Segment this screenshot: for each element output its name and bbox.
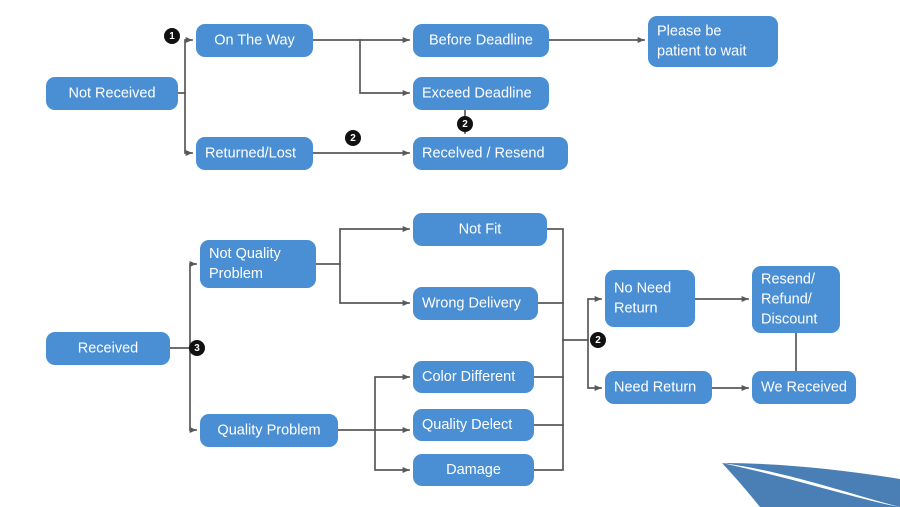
node-color-different[interactable]: Color Different <box>413 361 534 393</box>
connector-quality-to-damage <box>374 429 410 473</box>
step-marker-circle <box>590 332 606 348</box>
node-label-line: Not Quality <box>209 246 281 262</box>
node-label-line: Damage <box>446 462 501 478</box>
node-label-line: On The Way <box>214 32 295 48</box>
node-label-line: patient to wait <box>657 43 746 59</box>
node-box <box>200 414 338 447</box>
step-marker-number: 1 <box>169 31 175 42</box>
node-box <box>46 332 170 365</box>
node-returned-lost[interactable]: Returned/Lost <box>196 137 313 170</box>
node-label-line: Problem <box>209 266 263 282</box>
step-marker-bullet-2-bottom: 2 <box>590 332 606 348</box>
node-label-line: Quality Problem <box>217 422 320 438</box>
connector-quality-to-color <box>337 374 410 431</box>
node-label-line: Need Return <box>614 379 696 395</box>
node-box <box>413 287 538 320</box>
node-label-line: Refund/ <box>761 291 813 307</box>
connector-layer <box>169 37 797 473</box>
node-label-line: Recelved / Resend <box>422 145 545 161</box>
connector-on-the-way-to-split <box>312 39 410 96</box>
step-marker-bullet-2-returned: 2 <box>345 130 361 146</box>
connector-notquality-to-trunk <box>315 226 410 265</box>
corner-swoosh-icon <box>722 463 900 507</box>
node-box <box>752 266 840 333</box>
node-label-line: We Received <box>761 379 847 395</box>
node-box <box>413 24 549 57</box>
connector-damage-to-trunk <box>533 339 564 471</box>
node-label-line: No Need <box>614 280 671 296</box>
node-label-line: Return <box>614 300 658 316</box>
step-marker-number: 2 <box>350 133 356 144</box>
node-label-line: Exceed Deadline <box>422 85 532 101</box>
node-box <box>648 16 778 67</box>
step-marker-circle <box>189 340 205 356</box>
node-label-line: Please be <box>657 23 722 39</box>
step-marker-circle <box>345 130 361 146</box>
step-marker-circle <box>164 28 180 44</box>
node-label-line: Not Fit <box>459 221 502 237</box>
node-box <box>413 409 534 441</box>
node-label-line: Before Deadline <box>429 32 533 48</box>
node-quality-delect[interactable]: Quality Delect <box>413 409 534 441</box>
node-please-be-patient[interactable]: Please be patient to wait <box>648 16 778 67</box>
connector-notfit-to-trunk <box>546 228 564 341</box>
node-label-line: Returned/Lost <box>205 145 296 161</box>
connector-received-to-quality <box>189 347 197 433</box>
connector-notquality-to-wrong <box>339 263 410 306</box>
node-label-line: Quality Delect <box>422 417 512 433</box>
node-label-line: Not Received <box>68 85 155 101</box>
connector-branch-to-no-need <box>587 296 602 341</box>
node-box <box>752 371 856 404</box>
node-we-received[interactable]: We Received <box>752 371 856 404</box>
node-label-line: Received <box>78 340 138 356</box>
node-resend-refund-discount[interactable]: Resend/Refund/Discount <box>752 266 840 333</box>
node-before-deadline[interactable]: Before Deadline <box>413 24 549 57</box>
node-label-line: Resend/ <box>761 271 816 287</box>
node-on-the-way[interactable]: On The Way <box>196 24 313 57</box>
node-box <box>605 270 695 327</box>
node-box <box>413 454 534 486</box>
node-box <box>196 24 313 57</box>
node-box <box>200 240 316 288</box>
node-damage[interactable]: Damage <box>413 454 534 486</box>
node-quality-problem[interactable]: Quality Problem <box>200 414 338 447</box>
step-marker-bullet-1: 1 <box>164 28 180 44</box>
step-marker-circle <box>457 116 473 132</box>
node-box <box>196 137 313 170</box>
node-label-line: Wrong Delivery <box>422 295 522 311</box>
step-marker-bullet-3: 3 <box>189 340 205 356</box>
node-not-fit[interactable]: Not Fit <box>413 213 547 246</box>
step-marker-number: 3 <box>194 343 200 354</box>
node-not-received[interactable]: Not Received <box>46 77 178 110</box>
step-marker-bullet-2-top-right: 2 <box>457 116 473 132</box>
node-box <box>413 137 568 170</box>
node-box <box>605 371 712 404</box>
connector-not-received-to-returned <box>184 92 193 156</box>
node-received[interactable]: Received <box>46 332 170 365</box>
node-received-resend[interactable]: Recelved / Resend <box>413 137 568 170</box>
step-marker-number: 2 <box>595 335 601 346</box>
node-wrong-delivery[interactable]: Wrong Delivery <box>413 287 538 320</box>
connector-received-to-notquality <box>169 261 197 349</box>
bullet-layer: 1 2 2 3 2 <box>164 28 606 356</box>
step-marker-number: 2 <box>462 119 468 130</box>
node-need-return[interactable]: Need Return <box>605 371 712 404</box>
node-label-line: Discount <box>761 311 817 327</box>
node-box <box>413 361 534 393</box>
node-exceed-deadline[interactable]: Exceed Deadline <box>413 77 549 110</box>
connector-not-received-to-split <box>177 37 193 94</box>
connector-branch-to-need <box>587 339 602 391</box>
node-box <box>46 77 178 110</box>
node-label-line: Color Different <box>422 369 515 385</box>
node-box <box>413 77 549 110</box>
node-box <box>413 213 547 246</box>
